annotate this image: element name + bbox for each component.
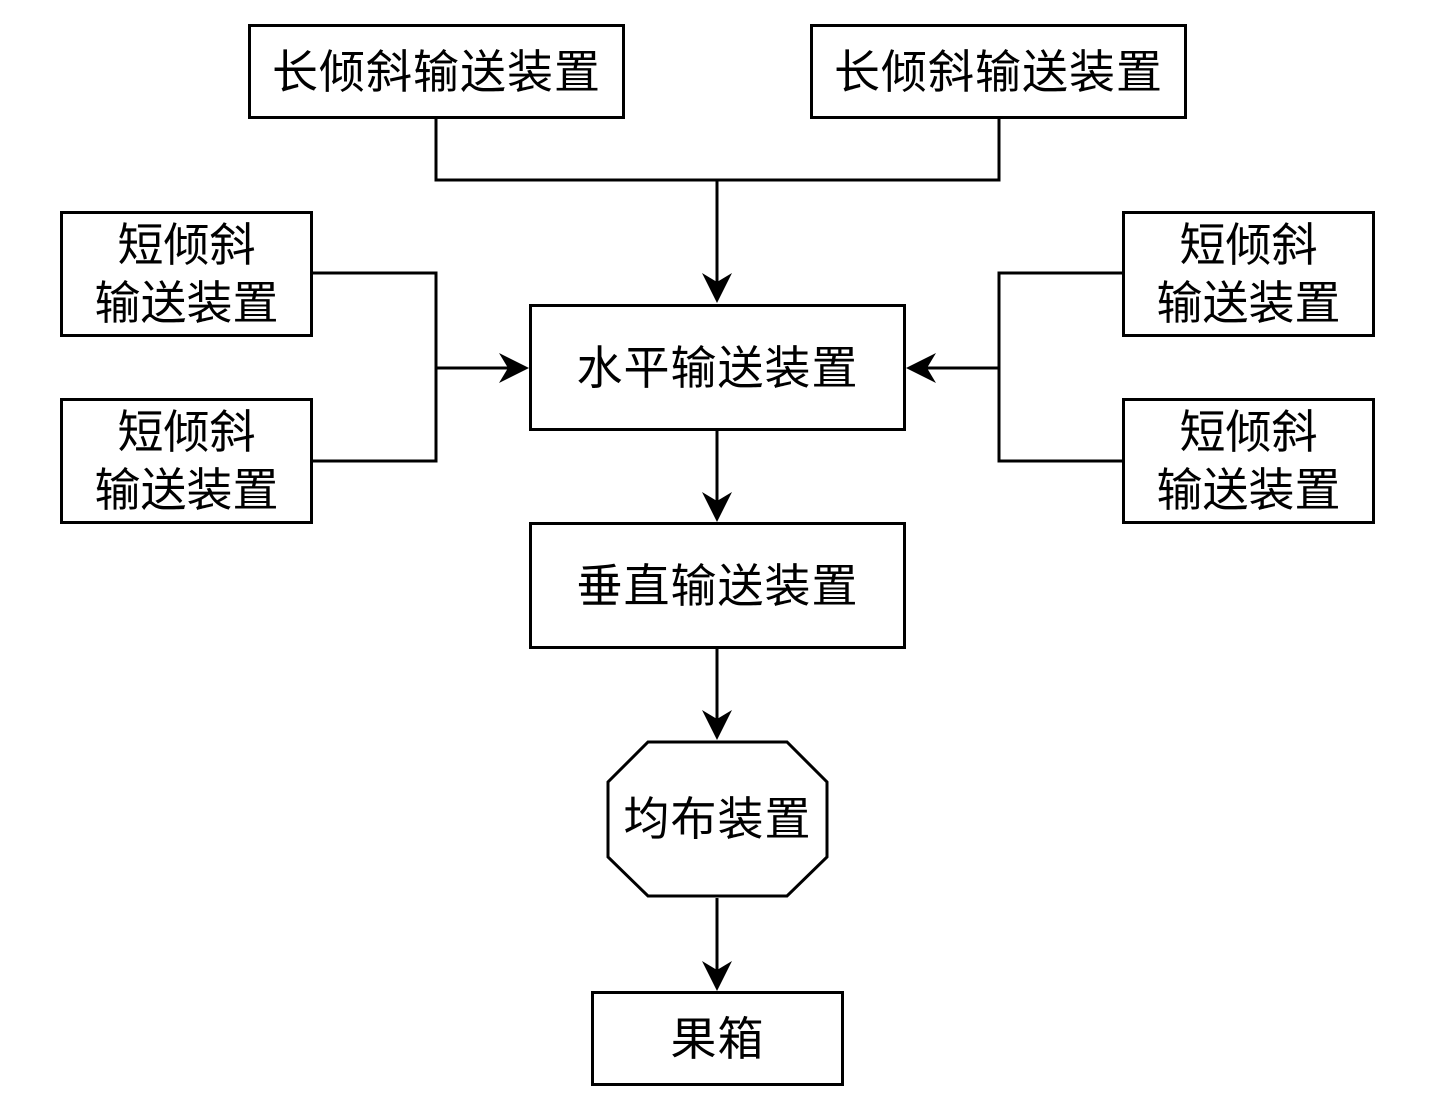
fruit-box-label: 果箱 xyxy=(670,1011,765,1066)
short-incline-conveyor-right-bottom-label: 短倾斜 输送装置 xyxy=(1156,405,1341,517)
fruit-box: 果箱 xyxy=(591,991,844,1086)
horizontal-conveyor-label: 水平输送装置 xyxy=(576,340,859,395)
long-incline-conveyor-left-label: 长倾斜输送装置 xyxy=(272,44,601,99)
long-incline-conveyor-left: 长倾斜输送装置 xyxy=(248,24,625,119)
horizontal-conveyor: 水平输送装置 xyxy=(529,304,906,431)
short-incline-conveyor-left-bottom-label: 短倾斜 输送装置 xyxy=(94,405,279,517)
distributor-octagon-shape xyxy=(606,740,829,898)
distributor: 均布装置 xyxy=(607,740,828,898)
short-incline-conveyor-left-top: 短倾斜 输送装置 xyxy=(60,211,313,337)
long-incline-conveyor-right: 长倾斜输送装置 xyxy=(810,24,1187,119)
connector-long-merge xyxy=(434,118,1001,182)
distributor-label: 均布装置 xyxy=(623,792,812,846)
long-incline-conveyor-right-label: 长倾斜输送装置 xyxy=(834,44,1163,99)
connector-right-merge xyxy=(997,271,1123,463)
vertical-conveyor-label: 垂直输送装置 xyxy=(576,558,859,613)
short-incline-conveyor-left-bottom: 短倾斜 输送装置 xyxy=(60,398,313,524)
vertical-conveyor: 垂直输送装置 xyxy=(529,522,906,649)
connector-left-merge xyxy=(312,271,438,463)
short-incline-conveyor-right-top: 短倾斜 输送装置 xyxy=(1122,211,1375,337)
short-incline-conveyor-left-top-label: 短倾斜 输送装置 xyxy=(94,218,279,330)
short-incline-conveyor-right-top-label: 短倾斜 输送装置 xyxy=(1156,218,1341,330)
short-incline-conveyor-right-bottom: 短倾斜 输送装置 xyxy=(1122,398,1375,524)
